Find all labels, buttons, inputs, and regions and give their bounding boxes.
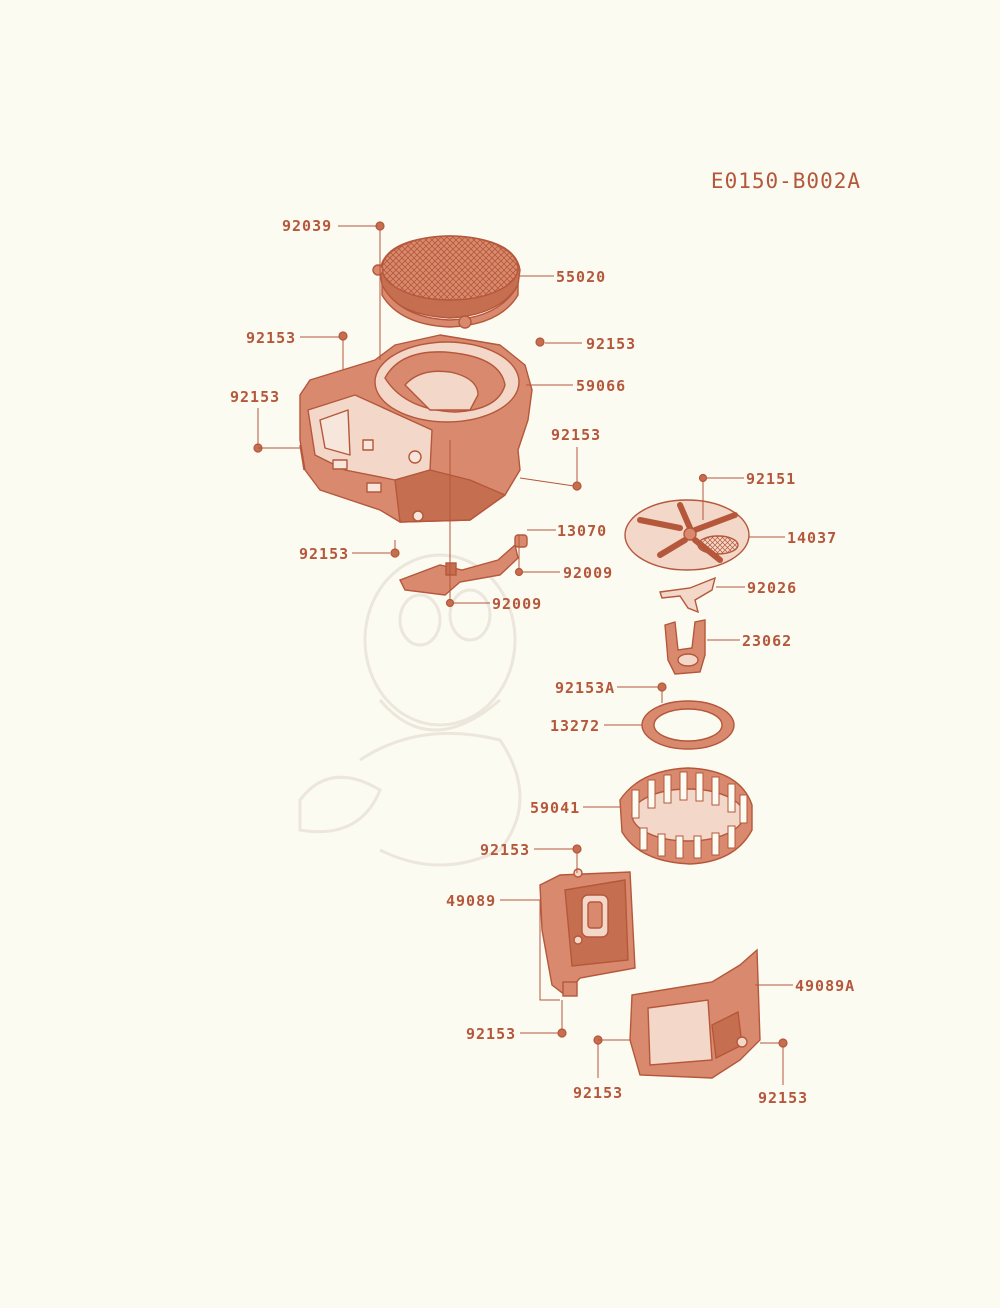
callout-23062[interactable]: 23062	[742, 632, 792, 650]
callout-92039[interactable]: 92039	[282, 217, 332, 235]
callout-92009-right[interactable]: 92009	[563, 564, 613, 582]
callout-92151[interactable]: 92151	[746, 470, 796, 488]
shroud-49089	[539, 868, 636, 997]
watermark-mascot	[298, 553, 522, 867]
callout-13272[interactable]: 13272	[550, 717, 600, 735]
callout-13070[interactable]: 13070	[557, 522, 607, 540]
callout-92153-left[interactable]: 92153	[230, 388, 280, 406]
callout-labels: 92039 55020 92153 92153 59066 92153 9215…	[230, 217, 855, 1107]
callout-14037[interactable]: 14037	[787, 529, 837, 547]
baffle-13070	[399, 534, 528, 596]
callout-92153-right[interactable]: 92153	[551, 426, 601, 444]
ring-13272	[641, 700, 735, 750]
fasteners	[253, 221, 788, 1048]
fan-cover-59041	[619, 767, 753, 865]
callout-59066[interactable]: 59066	[576, 377, 626, 395]
callout-92009-bottom[interactable]: 92009	[492, 595, 542, 613]
callout-59041[interactable]: 59041	[530, 799, 580, 817]
callout-92153-shroud[interactable]: 92153	[466, 1025, 516, 1043]
callout-49089[interactable]: 49089	[446, 892, 496, 910]
diagram-code: E0150-B002A	[711, 169, 861, 193]
callout-92026[interactable]: 92026	[747, 579, 797, 597]
callout-92153-top-right[interactable]: 92153	[586, 335, 636, 353]
callout-92153-bottom[interactable]: 92153	[573, 1084, 623, 1102]
callout-55020[interactable]: 55020	[556, 268, 606, 286]
callout-92153-cover[interactable]: 92153	[480, 841, 530, 859]
callout-92153-top-left[interactable]: 92153	[246, 329, 296, 347]
plate-92026	[659, 576, 717, 614]
callout-49089A[interactable]: 49089A	[795, 977, 855, 995]
bracket-23062	[664, 619, 706, 675]
shroud-49089A	[629, 948, 761, 1079]
air-screen-55020	[372, 235, 521, 329]
blower-housing-59066	[299, 334, 533, 523]
leader-lines	[257, 225, 793, 1085]
callout-92153-bottom-right[interactable]: 92153	[758, 1089, 808, 1107]
fan-14037	[624, 499, 750, 571]
callout-92153A[interactable]: 92153A	[555, 679, 615, 697]
callout-92153-bottom-left[interactable]: 92153	[299, 545, 349, 563]
